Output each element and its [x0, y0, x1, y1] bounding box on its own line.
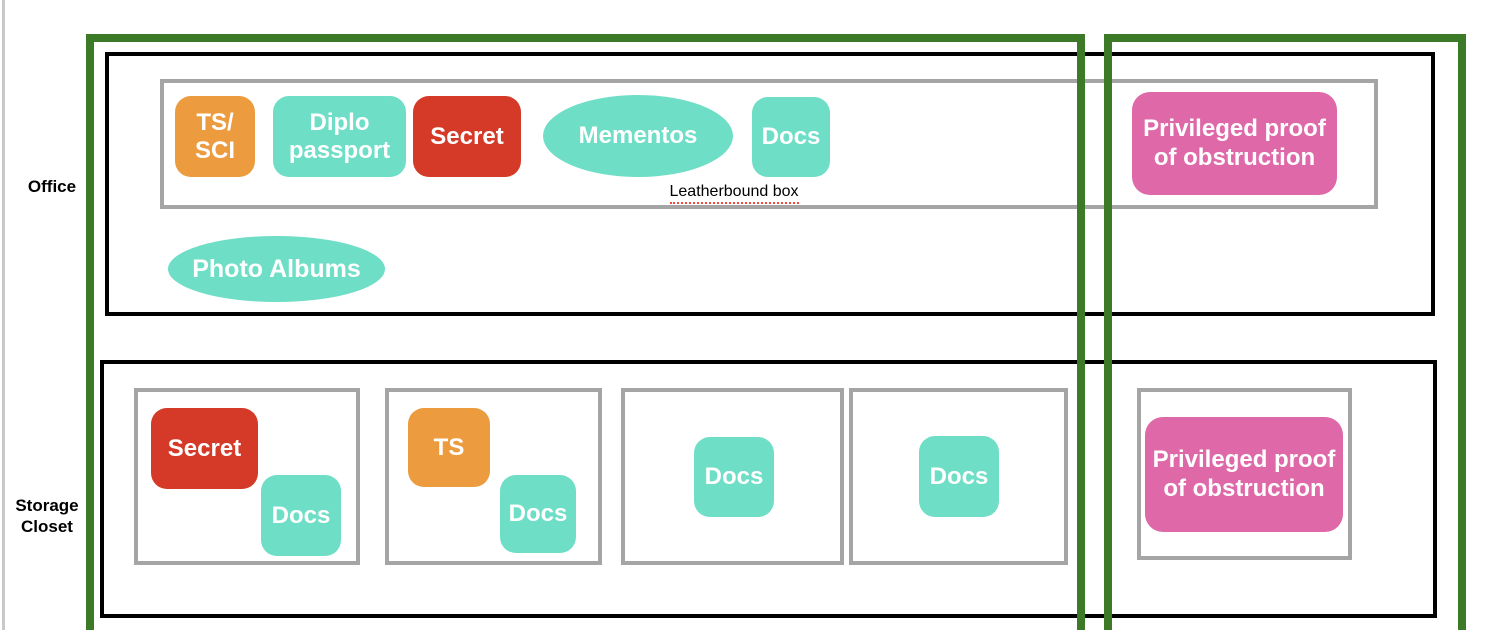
- green-highlight-right: [1104, 34, 1466, 630]
- leatherbound-box: [160, 79, 1378, 209]
- storage-box-privileged: [1137, 388, 1352, 560]
- leatherbound-box-label-text: Leatherbound box: [669, 183, 799, 204]
- item-docs-office: Docs: [752, 97, 830, 177]
- item-ts-storage: TS: [408, 408, 490, 487]
- storage-box-2: [385, 388, 602, 565]
- item-diplo-passport: Diplo passport: [273, 96, 406, 177]
- item-secret-office: Secret: [413, 96, 521, 177]
- storage-closet-room: [100, 360, 1437, 618]
- storage-box-4: [849, 388, 1068, 565]
- storage-box-1: [134, 388, 360, 565]
- item-docs-storage-4: Docs: [919, 436, 999, 517]
- item-docs-storage-1: Docs: [261, 475, 341, 556]
- green-highlight-left: [86, 34, 1085, 630]
- item-photo-albums: Photo Albums: [168, 236, 385, 302]
- item-secret-storage: Secret: [151, 408, 258, 489]
- item-docs-storage-2: Docs: [500, 475, 576, 553]
- left-edge-line: [2, 0, 5, 630]
- item-privileged-proof-office: Privileged proof of obstruction: [1132, 92, 1337, 195]
- storage-box-3: [621, 388, 844, 565]
- item-docs-storage-3: Docs: [694, 437, 774, 517]
- office-room: [105, 52, 1435, 316]
- item-privileged-proof-storage: Privileged proof of obstruction: [1145, 417, 1343, 532]
- office-label: Office: [27, 177, 77, 196]
- item-mementos: Mementos: [543, 95, 733, 177]
- storage-closet-label: Storage Closet: [15, 496, 79, 537]
- leatherbound-box-label: Leatherbound box: [634, 183, 834, 204]
- item-ts-sci: TS/ SCI: [175, 96, 255, 177]
